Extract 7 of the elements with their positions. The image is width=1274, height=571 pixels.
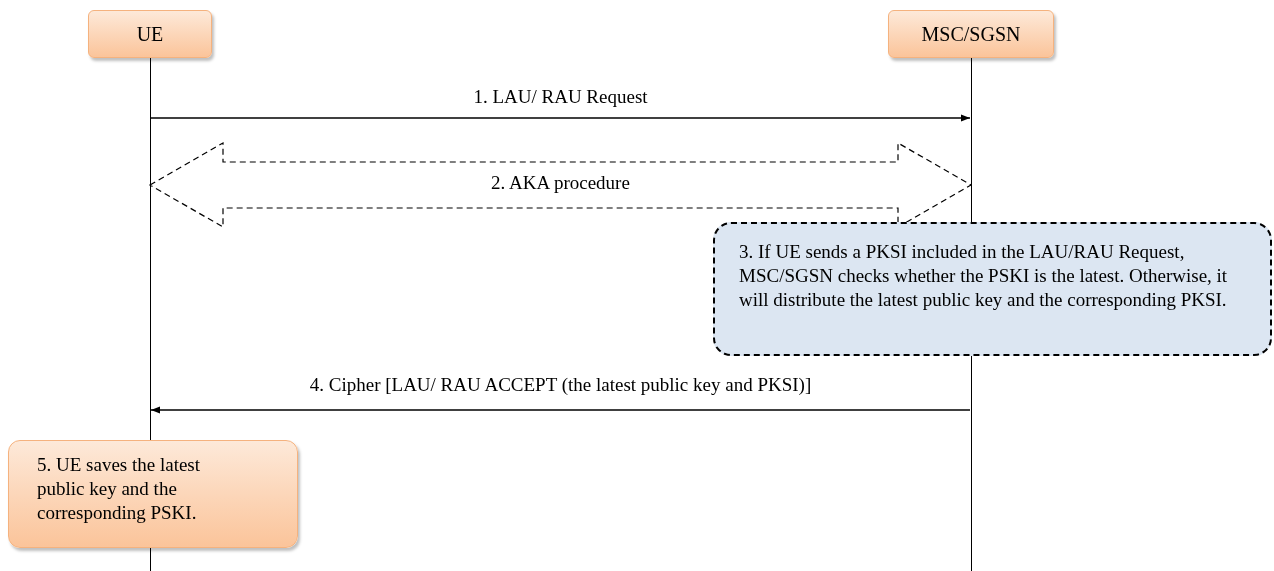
note-box: 5. UE saves the latest public key and the corresponding PSKI.	[8, 440, 298, 548]
message-arrow	[150, 406, 971, 414]
participant-box: UE	[88, 10, 212, 58]
participant-box: MSC/SGSN	[888, 10, 1054, 58]
double-arrow	[148, 141, 973, 229]
note-box: 3. If UE sends a PKSI included in the LAU/RAU Request, MSC/SGSN checks whether the PSKI is the latest. Otherwise, it will distribute the latest public key and the corresponding PKSI.	[713, 222, 1272, 356]
message-arrow	[150, 114, 971, 122]
